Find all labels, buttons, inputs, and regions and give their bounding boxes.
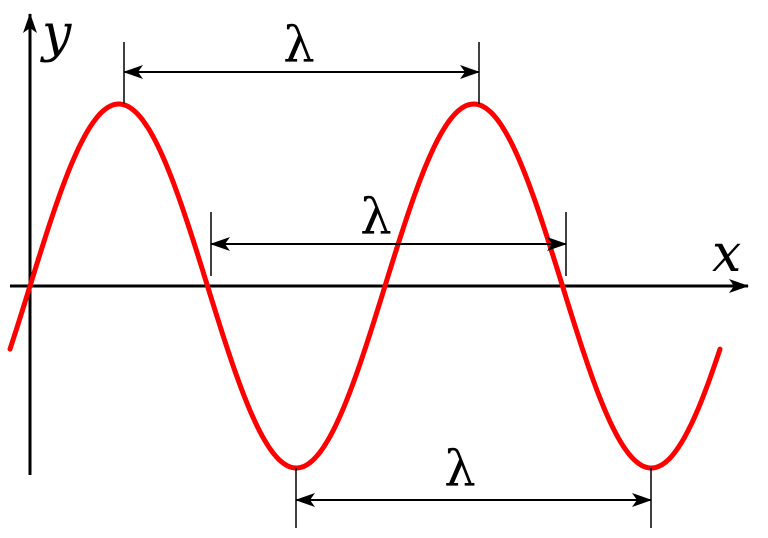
x-axis-label: x: [712, 224, 742, 284]
sine-wave: [7, 101, 723, 471]
node-wavelength-label: λ: [360, 188, 392, 246]
crest-wavelength-label: λ: [283, 16, 315, 74]
trough-wavelength-label: λ: [444, 440, 476, 498]
y-axis-label: y: [42, 4, 72, 64]
